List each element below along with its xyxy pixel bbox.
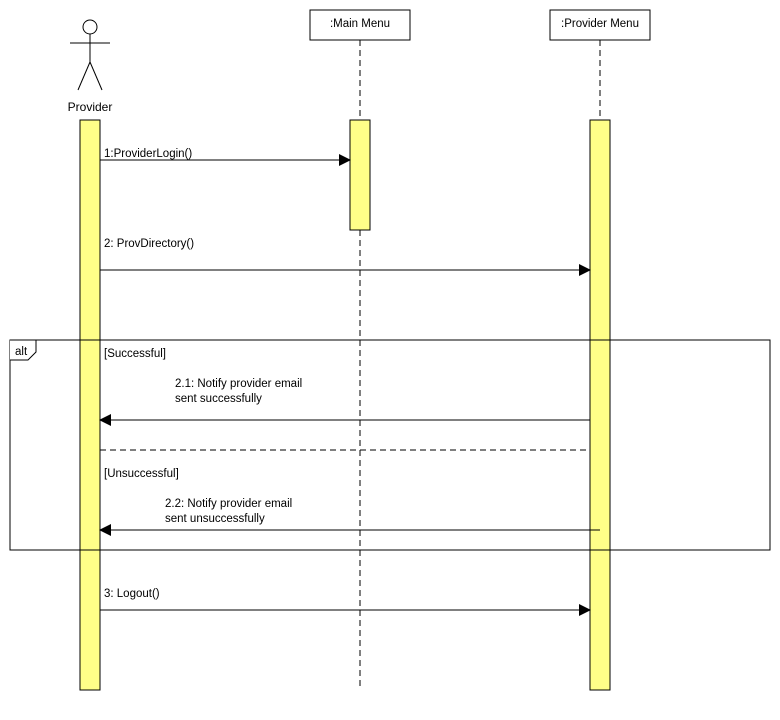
message-provider-login-label: 1:ProviderLogin() [104,148,192,160]
main-menu-activation-bar [349,119,371,231]
message-notify-success-label-line1: 2.1: Notify provider email [175,378,302,390]
provider-actor-label: Provider [68,100,113,114]
message-notify-failure: 2.2: Notify provider email sent unsucces… [99,498,600,536]
message-prov-directory-label: 2: ProvDirectory() [104,238,194,250]
provider-activation-bar [79,119,101,691]
message-notify-failure-label-line2: sent unsuccessfully [165,513,265,525]
stick-figure-icon [70,19,110,91]
main-menu-label: :Main Menu [330,18,390,30]
provider-menu-participant: :Provider Menu [549,9,651,41]
provider-menu-activation-bar [589,119,611,691]
provider-actor: Provider [68,19,113,114]
fragment-guard-unsuccessful: [Unsuccessful] [104,468,179,480]
alt-fragment: alt [Successful] [Unsuccessful] [9,339,771,551]
message-notify-success-label-line2: sent successfully [175,393,262,405]
message-provider-login: 1:ProviderLogin() [100,148,351,166]
provider-menu-label: :Provider Menu [561,18,639,30]
message-notify-success: 2.1: Notify provider email sent successf… [99,378,590,426]
message-logout: 3: Logout() [100,588,591,616]
fragment-guard-successful: [Successful] [104,348,166,360]
message-notify-failure-label-line1: 2.2: Notify provider email [165,498,292,510]
fragment-operator-tab [10,339,37,361]
message-logout-label: 3: Logout() [104,588,160,600]
main-menu-participant: :Main Menu [309,9,411,41]
message-prov-directory: 2: ProvDirectory() [100,238,591,276]
fragment-operator-label: alt [15,346,28,358]
